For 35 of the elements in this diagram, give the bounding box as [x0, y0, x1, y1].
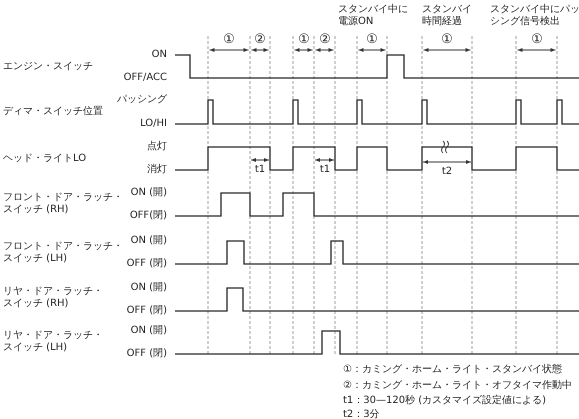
- interval-number: ①: [298, 34, 310, 46]
- signal-name: リヤ・ドア・ラッチ・スイッチ (LH): [3, 330, 104, 354]
- interval-number: ②: [319, 34, 331, 46]
- signal-name: フロント・ドア・ラッチ・スイッチ (LH): [3, 241, 124, 265]
- annotation-text: スタンバイ中に電源ON: [338, 4, 409, 28]
- level-label: 消灯: [147, 164, 167, 176]
- legend-note: t2：3分: [343, 409, 380, 419]
- level-label: ON (開): [130, 282, 167, 294]
- level-label: ON (開): [130, 235, 167, 247]
- level-label: OFF (閉): [126, 258, 167, 270]
- legend-note: t1：30—120秒 (カスタマイズ設定値による): [343, 395, 546, 407]
- level-label: OFF/ACC: [124, 72, 167, 84]
- level-label: OFF(閉): [130, 210, 167, 222]
- signal-name: フロント・ドア・ラッチ・スイッチ (RH): [3, 192, 124, 216]
- level-label: OFF (閉): [126, 348, 167, 360]
- legend-note: ①：カミング・ホーム・ライト・スタンバイ状態: [343, 364, 562, 376]
- level-label: OFF (閉): [126, 305, 167, 317]
- legend-note: ②：カミング・ホーム・ライト・オフタイマ作動中: [343, 380, 572, 392]
- level-label: ON (開): [130, 325, 167, 337]
- signal-name: エンジン・スイッチ: [3, 61, 93, 73]
- level-label: LO/HI: [140, 118, 167, 130]
- interval-number: ①: [531, 34, 543, 46]
- signal-name: ヘッド・ライトLO: [3, 153, 86, 165]
- level-label: パッシング: [117, 94, 167, 106]
- level-label: 点灯: [147, 141, 167, 153]
- signal-name: リヤ・ドア・ラッチ・スイッチ (RH): [3, 286, 104, 310]
- annotation-text: スタンバイ中にパッシング信号検出: [490, 4, 579, 28]
- level-label: ON (開): [130, 187, 167, 199]
- interval-number: ①: [441, 34, 453, 46]
- signal-name: ディマ・スイッチ位置: [3, 106, 103, 118]
- annotation-text: スタンバイ時間経過: [422, 4, 473, 28]
- level-label: ON: [152, 49, 167, 61]
- interval-number: ①: [366, 34, 378, 46]
- interval-number: ②: [254, 34, 266, 46]
- interval-number: ①: [223, 34, 235, 46]
